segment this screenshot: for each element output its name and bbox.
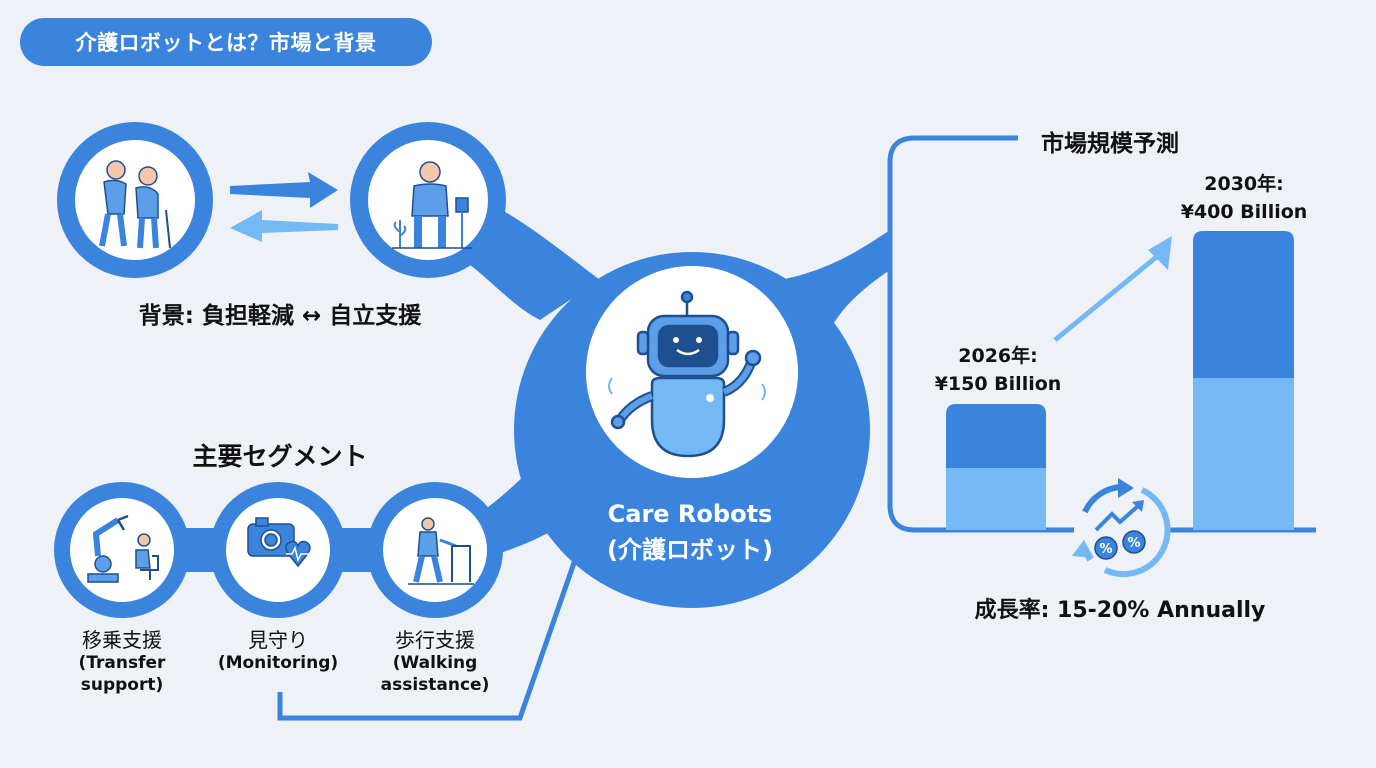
svg-text:%: % — [1099, 542, 1112, 557]
background-label: 背景: 負担軽減 ↔ 自立支援 — [138, 303, 422, 329]
segment-connector-line — [277, 559, 578, 721]
bar-year: 2030年: — [1204, 173, 1284, 195]
bar-value: ¥150 Billion — [934, 373, 1062, 395]
exoskeleton-walker-icon — [408, 517, 474, 585]
bar-label-2026: 2026年: ¥150 Billion — [918, 342, 1078, 398]
svg-text:%: % — [1127, 536, 1140, 551]
segment-monitoring: 見守り (Monitoring) — [203, 628, 353, 674]
segment-sub: assistance) — [380, 675, 490, 695]
growth-rate-label: 成長率: 15-20% Annually — [974, 598, 1266, 623]
bar-label-2030: 2030年: ¥400 Billion — [1164, 170, 1324, 226]
page-title: 介護ロボットとは？市場と背景 — [20, 18, 432, 66]
robot-arm-transfer-icon — [87, 514, 159, 583]
segment-sub: (Monitoring) — [217, 653, 339, 673]
waving-robot-icon — [608, 290, 766, 458]
bar-value: ¥400 Billion — [1180, 201, 1308, 223]
segment-transfer: 移乗支援 (Transfer support) — [47, 628, 197, 696]
left-arrow-icon — [230, 210, 338, 242]
camera-heart-monitor-icon — [247, 517, 311, 568]
segment-name: 移乗支援 — [82, 628, 162, 652]
center-title: Care Robots (介護ロボット) — [560, 496, 820, 568]
segment-sub: (Walking — [392, 653, 478, 673]
market-bracket — [887, 135, 1316, 533]
segment-name: 歩行支援 — [395, 628, 475, 652]
right-arrow-icon — [230, 172, 338, 208]
segment-name: 見守り — [248, 628, 308, 652]
market-heading: 市場規模予測 — [1041, 131, 1179, 157]
segment-walking: 歩行支援 (Walking assistance) — [360, 628, 510, 696]
growth-cycle-percent-icon: % % — [1072, 478, 1171, 578]
bar-year: 2026年: — [958, 345, 1038, 367]
segment-sub: support) — [80, 675, 164, 695]
growth-arrow-icon — [1148, 236, 1172, 270]
exchange-arrows — [230, 172, 338, 242]
center-title-ja: (介護ロボット) — [607, 536, 773, 564]
segments-heading: 主要セグメント — [192, 442, 368, 471]
market-bar-chart — [946, 231, 1294, 530]
caregiver-assisting-elderly-icon — [99, 160, 171, 249]
center-title-en: Care Robots — [607, 500, 773, 528]
segment-sub: (Transfer — [78, 653, 166, 673]
independent-elderly-person-icon — [392, 161, 472, 249]
